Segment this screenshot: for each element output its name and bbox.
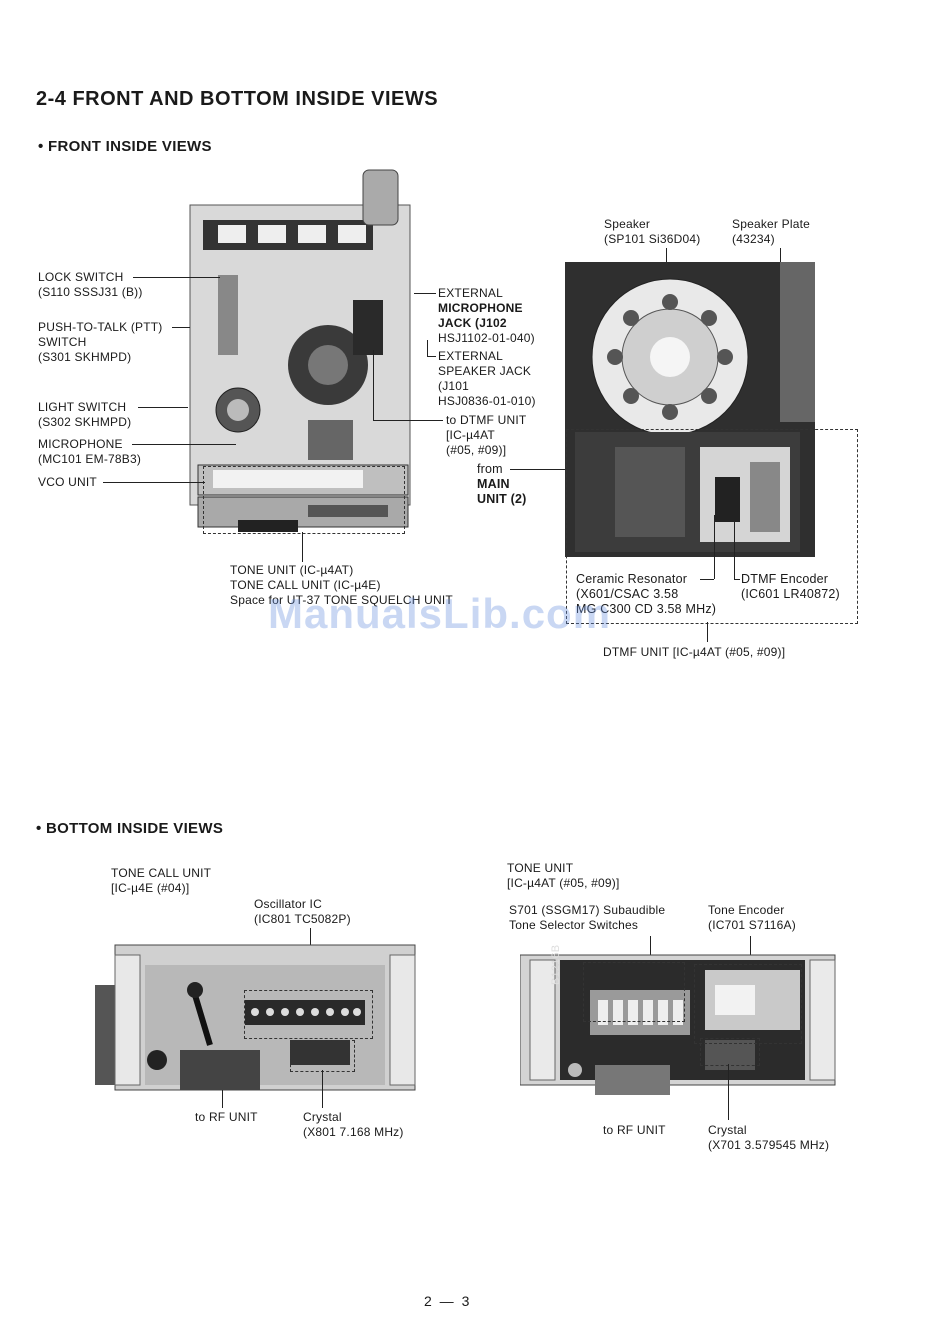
tone-unit-outline: [203, 466, 405, 534]
lock-switch-label: LOCK SWITCH(S110 SSSJ31 (B)): [38, 270, 143, 299]
tone-unit-label: TONE UNIT[IC-µ4AT (#05, #09)]: [507, 861, 620, 890]
ceramic-resonator-label: Ceramic Resonator (X601/CSAC 3.58 MG C30…: [576, 572, 717, 616]
speaker-label: Speaker(SP101 Si36D04): [604, 217, 701, 246]
section-title: 2-4 FRONT AND BOTTOM INSIDE VIEWS: [36, 88, 439, 110]
ptt-switch-label: PUSH-TO-TALK (PTT)SWITCH(S301 SKHMPD): [38, 320, 163, 364]
oscillator-ic-label: Oscillator IC(IC801 TC5082P): [254, 897, 351, 926]
to-dtmf-unit-label: to DTMF UNIT [IC-µ4AT (#05, #09)]: [446, 413, 527, 457]
to-rf-unit-right-label: to RF UNIT: [603, 1123, 666, 1137]
ceramic-resonator-leader-v: [714, 515, 715, 579]
crystal-right-leader: [728, 1064, 729, 1120]
ext-speaker-jack-leader-h: [427, 356, 436, 357]
to-rf-unit-left-label: to RF UNIT: [195, 1110, 258, 1124]
dtmf-encoder-leader-v: [734, 495, 735, 579]
light-switch-label: LIGHT SWITCH(S302 SKHMPD): [38, 400, 132, 429]
microphone-label: MICROPHONE(MC101 EM-78B3): [38, 437, 142, 466]
crystal-right-label: Crystal(X701 3.579545 MHz): [708, 1123, 830, 1152]
from-main-leader: [510, 469, 585, 470]
to-dtmf-leader-h: [373, 420, 443, 421]
tone-encoder-outline: [694, 964, 802, 1044]
crystal-left-label: Crystal(X801 7.168 MHz): [303, 1110, 404, 1139]
page-number: 2 — 3: [424, 1293, 472, 1309]
dtmf-encoder-label: DTMF Encoder (IC601 LR40872): [741, 572, 840, 601]
ext-mic-jack-leader: [414, 293, 436, 294]
tone-unit-caption: TONE UNIT (IC-µ4AT) TONE CALL UNIT (IC-µ…: [230, 563, 453, 607]
ext-mic-jack-label: EXTERNAL MICROPHONE JACK (J102 HSJ1102-0…: [438, 286, 535, 345]
crystal-left-leader: [322, 1070, 323, 1108]
ext-speaker-jack-label: EXTERNAL SPEAKER JACK (J101 HSJ0836-01-0…: [438, 349, 536, 408]
tone-encoder-leader: [750, 936, 751, 964]
dtmf-unit-label: DTMF UNIT [IC-µ4AT (#05, #09)]: [603, 645, 786, 659]
tone-encoder-label: Tone Encoder(IC701 S7116A): [708, 903, 796, 932]
light-switch-leader: [138, 407, 188, 408]
s701-leader: [650, 936, 651, 966]
dtmf-encoder-leader-h: [734, 579, 740, 580]
crystal-right-outline: [700, 1038, 760, 1066]
speaker-unit-photo: [565, 262, 825, 562]
board-marking: B1216B: [550, 944, 562, 985]
bottom-views-heading: • BOTTOM INSIDE VIEWS: [36, 820, 224, 837]
ptt-switch-leader: [172, 327, 190, 328]
from-main-unit-label: from MAIN UNIT (2): [477, 462, 527, 506]
to-rf-left-leader: [222, 1090, 223, 1108]
ceramic-resonator-leader-h: [700, 579, 714, 580]
to-dtmf-leader-v: [373, 350, 374, 420]
vco-unit-label: VCO UNIT: [38, 475, 97, 489]
front-views-heading: • FRONT INSIDE VIEWS: [38, 138, 212, 155]
dtmf-unit-outline: [566, 429, 858, 624]
watermark: ManualsLib.com: [268, 590, 612, 637]
tone-unit-photo: [519, 950, 838, 1100]
lock-switch-leader: [133, 277, 220, 278]
tone-unit-leader: [302, 532, 303, 562]
microphone-leader: [132, 444, 236, 445]
speaker-plate-label: Speaker Plate(43234): [732, 217, 810, 246]
vco-unit-leader: [103, 482, 205, 483]
oscillator-ic-outline: [244, 990, 373, 1039]
dtmf-unit-leader: [707, 622, 708, 642]
crystal-left-outline: [290, 1040, 355, 1072]
tone-call-unit-label: TONE CALL UNIT[IC-µ4E (#04)]: [111, 866, 212, 895]
tone-call-unit-photo: [95, 935, 425, 1105]
ext-speaker-jack-leader-v: [427, 340, 428, 356]
s701-outline: [583, 962, 685, 1022]
